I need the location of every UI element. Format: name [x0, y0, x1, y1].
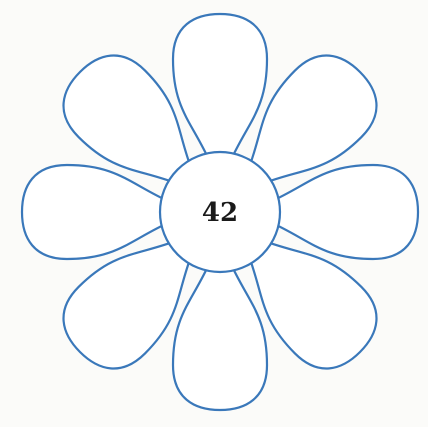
petal-bottom [173, 262, 267, 410]
petal-right [270, 165, 418, 259]
petal-left [22, 165, 170, 259]
center-number: 42 [202, 198, 238, 228]
petal-top [173, 14, 267, 162]
